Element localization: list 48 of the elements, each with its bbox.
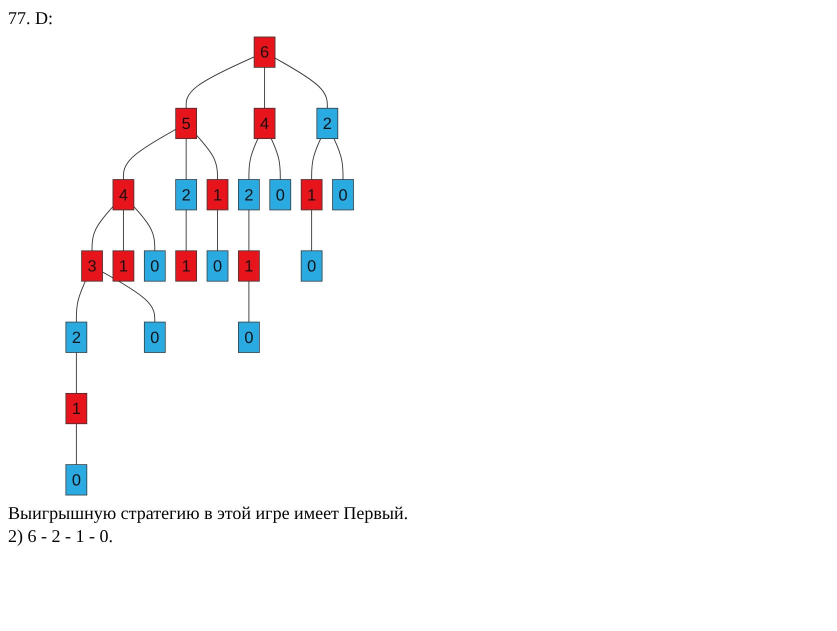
node-box: 0: [144, 322, 166, 353]
node-box: 1: [112, 250, 134, 282]
node-box: 0: [66, 464, 88, 496]
connector: [76, 352, 77, 394]
node-box: 0: [269, 179, 292, 210]
connector: [274, 58, 328, 109]
connector: [270, 138, 281, 180]
node-box: 2: [66, 322, 88, 353]
answer-text: 2) 6 - 2 - 1 - 0.: [8, 526, 114, 547]
node-box: 2: [238, 179, 260, 210]
node-box: 0: [206, 250, 228, 282]
connector: [122, 128, 176, 180]
connector: [248, 210, 250, 252]
connector: [248, 280, 250, 322]
node-box: 1: [206, 179, 228, 210]
connector: [217, 210, 218, 252]
connector: [122, 210, 124, 252]
connector: [186, 210, 187, 252]
connector: [248, 138, 258, 180]
connector: [186, 138, 187, 180]
connector: [186, 56, 255, 109]
node-box: 4: [112, 179, 134, 210]
connector: [76, 280, 86, 322]
node-box: 1: [238, 250, 260, 282]
connector: [196, 134, 218, 180]
answer-text: Выигрышную стратегию в этой игре имеет Первый.: [8, 503, 410, 524]
connector: [102, 272, 156, 322]
connector: [76, 423, 77, 466]
node-box: 1: [66, 392, 88, 424]
node-box: 0: [144, 250, 166, 282]
node-box: 4: [254, 108, 276, 140]
node-box: 0: [300, 250, 322, 282]
node-box: 0: [238, 322, 260, 353]
connector: [334, 138, 344, 180]
node-box: 2: [175, 179, 198, 210]
connector: [264, 66, 266, 109]
node-box: 1: [175, 250, 198, 282]
node-box: 6: [254, 36, 276, 68]
node-box: 3: [81, 250, 103, 282]
connector: [92, 206, 114, 252]
node-box: 5: [175, 108, 198, 140]
node-box: 1: [300, 179, 322, 210]
node-box: 0: [332, 179, 354, 210]
problem-number: 77. D:: [8, 8, 54, 29]
connector: [133, 206, 156, 252]
connector: [311, 138, 322, 180]
connector: [311, 210, 312, 252]
node-box: 2: [316, 108, 338, 140]
